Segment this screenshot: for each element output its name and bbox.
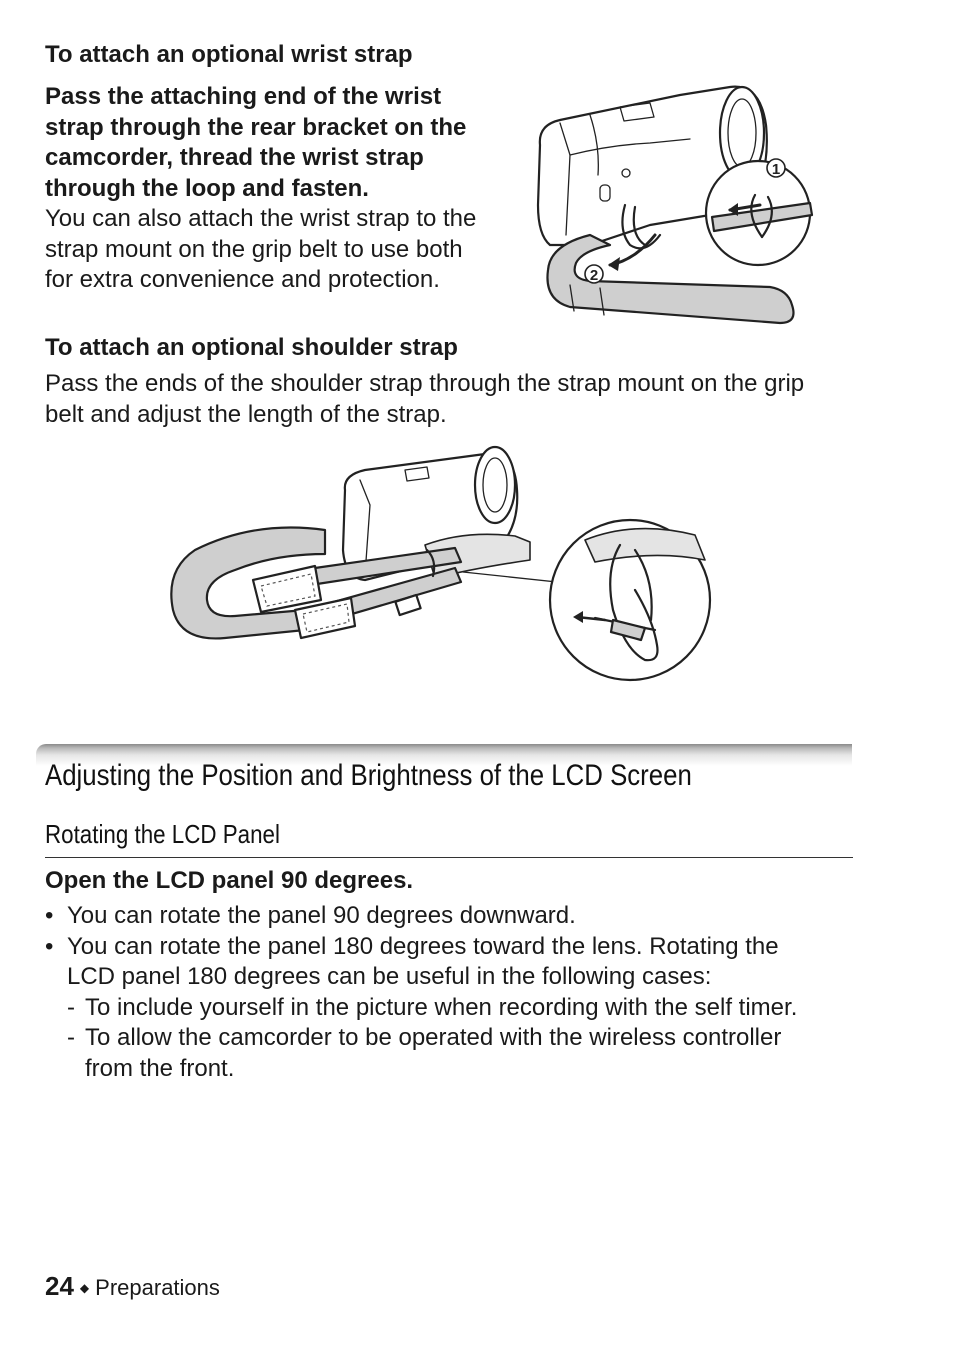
footer-section-name: Preparations — [95, 1275, 220, 1300]
wrist-strap-illustration: 1 2 — [536, 85, 814, 325]
instruction-line: strap through the rear bracket on the — [45, 113, 467, 141]
instruction-line: camcorder, thread the wrist strap — [45, 144, 424, 171]
body-line: You can also attach the wrist strap to t… — [45, 205, 477, 232]
page-number: 24 — [45, 1271, 74, 1301]
step-2-marker: 2 — [590, 267, 598, 284]
sub-list-item: To include yourself in the picture when … — [67, 993, 845, 1024]
list-item: You can rotate the panel 90 degrees down… — [45, 901, 845, 932]
body-line: for extra convenience and protection. — [45, 266, 440, 293]
lcd-instruction: Open the LCD panel 90 degrees. — [45, 867, 414, 894]
body-line: strap mount on the grip belt to use both — [45, 235, 463, 263]
sub-list: To include yourself in the picture when … — [67, 993, 845, 1085]
instruction-line: Pass the attaching end of the wrist — [45, 83, 442, 110]
subsection-divider — [45, 857, 853, 858]
section-header-bar — [36, 744, 852, 766]
shoulder-strap-heading: To attach an optional shoulder strap — [45, 334, 458, 361]
sub-list-item: To allow the camcorder to be operated wi… — [67, 1023, 845, 1084]
shoulder-strap-body: Pass the ends of the shoulder strap thro… — [45, 369, 855, 430]
section-title: Adjusting the Position and Brightness of… — [45, 759, 692, 792]
subsection-title: Rotating the LCD Panel — [45, 819, 280, 849]
wrist-strap-body: You can also attach the wrist strap to t… — [45, 204, 515, 296]
wrist-strap-instruction: Pass the attaching end of the wrist stra… — [45, 82, 515, 204]
list-item: You can rotate the panel 180 degrees tow… — [45, 932, 845, 1085]
shoulder-strap-illustration — [170, 445, 712, 682]
step-1-marker: 1 — [772, 161, 780, 178]
wrist-strap-heading: To attach an optional wrist strap — [45, 41, 413, 68]
diamond-icon: ◆ — [79, 1281, 90, 1295]
body-line: Pass the ends of the shoulder strap thro… — [45, 370, 805, 397]
instruction-line: through the loop and fasten. — [45, 174, 369, 202]
body-line: belt and adjust the length of the strap. — [45, 400, 447, 428]
page-footer: 24 ◆ Preparations — [45, 1268, 220, 1306]
lcd-bullet-list: You can rotate the panel 90 degrees down… — [45, 901, 845, 1084]
